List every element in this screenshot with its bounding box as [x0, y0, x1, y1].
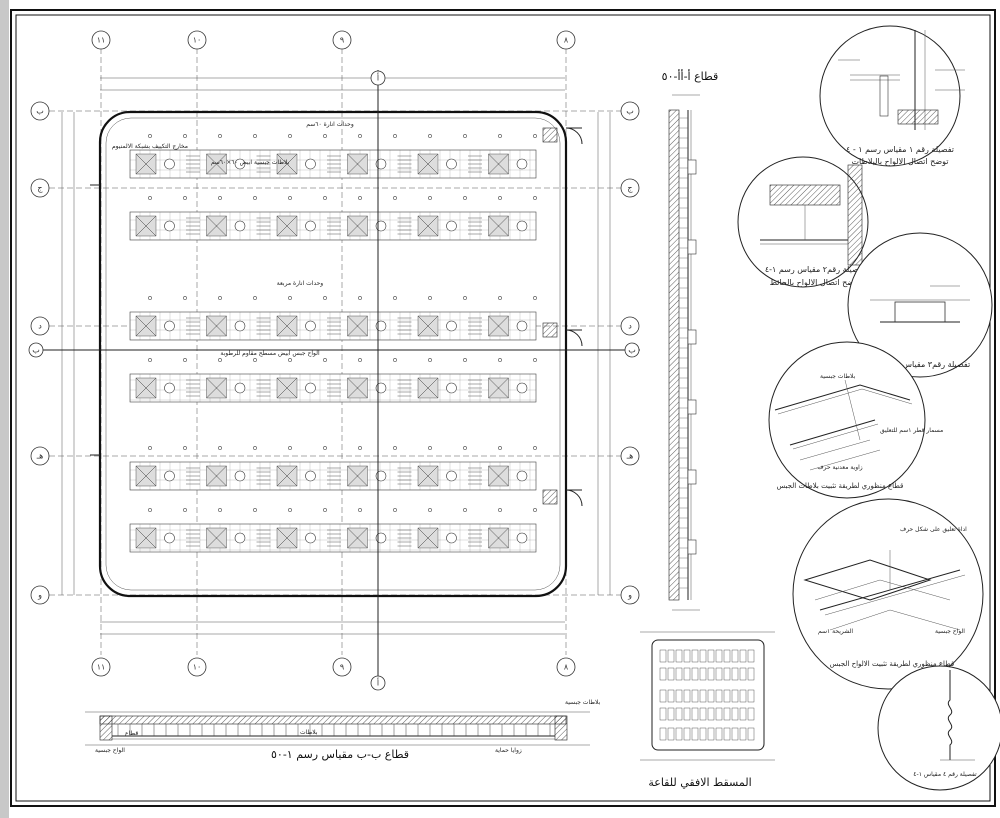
plan-note-lighting: وحدات انارة ٦٠سم — [306, 121, 354, 128]
svg-text:٨: ٨ — [564, 36, 569, 45]
detail-4-label-low: زاوية معدنية حرف — [817, 464, 862, 471]
grid-bubbles-top: ١١ ١٠ ٩ ٨ — [91, 30, 576, 50]
detail-4: بلاطات جبسية مسمار قطر ١سم للتعليق زاوية… — [768, 341, 943, 499]
detail-2-title-1: تفصيلة رقم٢ مقياس رسم ١-٤ — [765, 265, 865, 274]
key-plan-title: المسقط الافقي للقاعة — [648, 776, 751, 789]
section-bb-note-2: قطاع — [125, 730, 138, 737]
section-marker-a-bottom: أ — [377, 678, 379, 688]
detail-3-title-1: تفصيلة رقم٣ مقياس رسم ١-٤ — [870, 360, 970, 369]
svg-text:٨: ٨ — [564, 663, 569, 672]
plan-note-square-light: وحدات انارة مربعة — [277, 280, 324, 287]
detail-4-label-top: بلاطات جبسية — [820, 373, 856, 380]
svg-text:د: د — [628, 322, 632, 331]
detail-5-label-low: الشريحة ١سم — [818, 628, 853, 635]
detail-6-title: تفصيلة رقم ٤ مقياس ١-٤ — [913, 771, 977, 778]
detail-1-title-1: تفصيلة رقم ١ مقياس رسم ١ - ٤ — [846, 145, 954, 154]
section-bb-note-1: بلاطات جبسية — [565, 699, 601, 706]
svg-text:٩: ٩ — [340, 36, 344, 45]
detail-5-label-top: اداة تعليق على شكل حرف — [900, 526, 967, 533]
section-bb: بلاطات جبسية قطاع الواح جبسية بلاطات زوا… — [85, 699, 601, 761]
detail-1-title-2: توضح اتصال الالواح بالبلاطات — [852, 157, 949, 166]
grid-bubbles-bottom: ١١ ١٠ ٩ ٨ — [91, 657, 576, 677]
grid-bubbles-right: ب ج د هـ و — [620, 101, 640, 605]
ceiling-tile-bands — [129, 134, 537, 553]
key-plan: المسقط الافقي للقاعة — [640, 631, 775, 789]
sheet-frame-inner — [15, 14, 991, 802]
plan-note-gypsum-boards: الواح جبس ابيض مسطح مقاوم للرطوبة — [220, 350, 320, 357]
section-marker-b-left: ب — [32, 346, 40, 355]
section-bb-note-4: بلاطات — [300, 729, 318, 736]
section-bb-title: قطاع ب-ب مقياس رسم ١-٥٠ — [271, 748, 409, 761]
svg-text:ج: ج — [627, 184, 633, 193]
hall-outline — [98, 110, 568, 598]
svg-text:هـ: هـ — [36, 452, 44, 461]
svg-text:١١: ١١ — [97, 663, 106, 672]
detail-5-label-mid: الواح جبسية — [935, 628, 965, 635]
section-bb-note-5: زوايا حماية — [495, 747, 522, 754]
detail-1: تفصيلة رقم ١ مقياس رسم ١ - ٤ توضح اتصال … — [819, 25, 965, 167]
svg-text:د: د — [38, 322, 42, 331]
svg-text:ب: ب — [36, 107, 44, 116]
detail-4-label-mid: مسمار قطر ١سم للتعليق — [880, 427, 943, 434]
grid-bubbles-left: ب ج د هـ و — [30, 101, 50, 605]
svg-text:٩: ٩ — [340, 663, 344, 672]
detail-2: تفصيلة رقم٢ مقياس رسم ١-٤ توضح اتصال الا… — [737, 156, 869, 288]
sheet-frame-outer — [10, 9, 996, 807]
section-aa-title: قطاع أ-أأ-٥٠ — [662, 69, 719, 83]
section-bb-note-3: الواح جبسية — [95, 747, 125, 754]
svg-text:و: و — [37, 591, 42, 600]
section-marker-a-top: أ — [377, 73, 379, 83]
svg-text:١٠: ١٠ — [193, 663, 202, 672]
svg-text:ج: ج — [37, 184, 43, 193]
svg-text:و: و — [627, 591, 632, 600]
detail-5-title: قطاع منظوري لطريقة تثبيت الالواح الجبس — [830, 660, 955, 668]
svg-text:ب: ب — [626, 107, 634, 116]
plan-note-tiles: بلاطات جبسية ابيض ٦٠×٦٠سم — [211, 159, 290, 166]
section-marker-b-right: ب — [628, 346, 636, 355]
svg-text:١١: ١١ — [97, 36, 106, 45]
detail-6: تفصيلة رقم ٤ مقياس ١-٤ — [877, 665, 1000, 791]
detail-2-title-2: توضح اتصال الالواح بالحائط — [770, 278, 861, 287]
detail-4-title: قطاع منظوري لطريقة تثبيت بلاطات الجبس — [777, 482, 904, 490]
svg-text:هـ: هـ — [626, 452, 634, 461]
section-aa: قطاع أ-أأ-٥٠ — [662, 69, 719, 611]
svg-text:١٠: ١٠ — [193, 36, 202, 45]
detail-5: اداة تعليق على شكل حرف الواح جبسية الشري… — [792, 498, 984, 690]
detail-3: تفصيلة رقم٣ مقياس رسم ١-٤ — [847, 232, 993, 378]
plan-note-ac: مخارج التكييف بشبكة الالمنيوم — [112, 143, 188, 150]
ceiling-plan: وحدات انارة ٦٠سم بلاطات جبسية ابيض ٦٠×٦٠… — [28, 30, 640, 691]
